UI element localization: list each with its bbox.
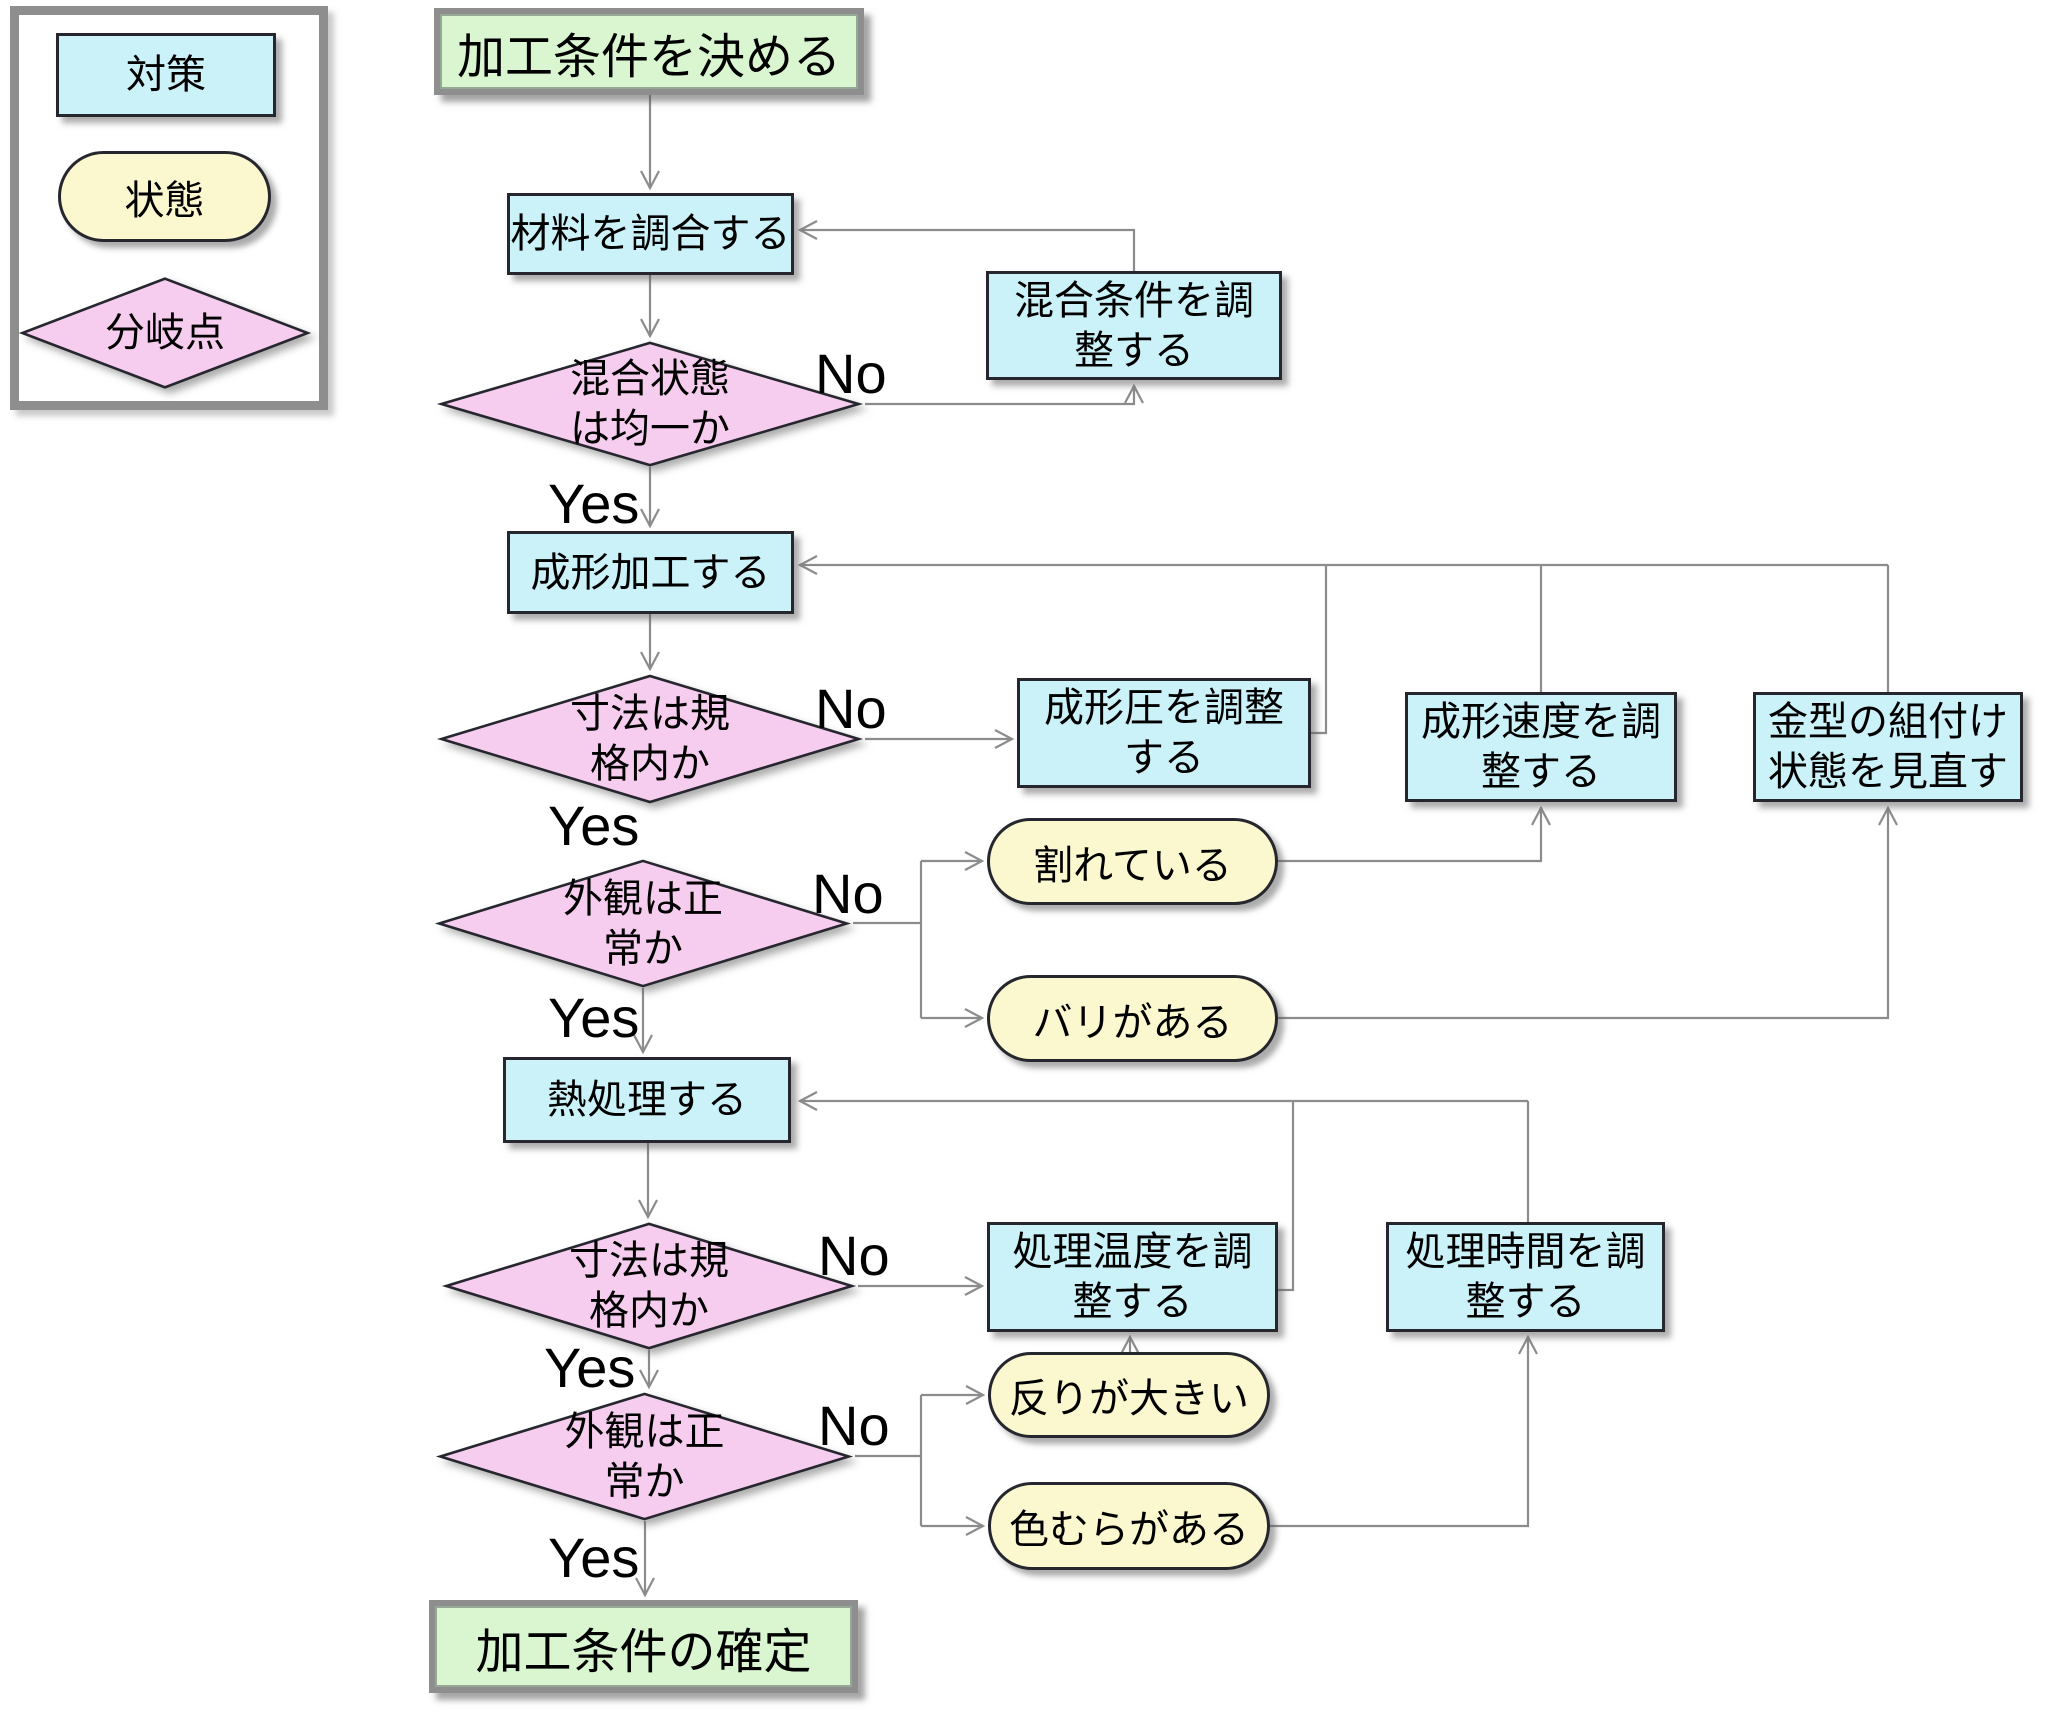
process-mix-material: 材料を調合する <box>507 193 794 275</box>
edge-coloruneven-to-time <box>1270 1334 1538 1528</box>
decision-appearance-1-line2: 常か <box>603 926 683 971</box>
legend-state-label: 状態 <box>124 178 205 223</box>
decision-appearance-1-line1: 外観は正 <box>563 876 723 921</box>
state-cracked-label: 割れている <box>1033 843 1232 888</box>
decision-dimension-2-shape <box>440 1222 858 1350</box>
decision-dimension-1-shape <box>435 674 865 804</box>
process-adjust-time-line1: 処理時間を調 <box>1405 1230 1646 1274</box>
yes-label-5: Yes <box>548 1526 640 1589</box>
yes-label-1: Yes <box>548 472 640 535</box>
decision-mix-uniform-shape <box>435 341 865 467</box>
decision-dimension-1-line2: 格内か <box>590 742 710 786</box>
process-adjust-mix: 混合条件を調 整する <box>986 271 1282 380</box>
process-adjust-time: 処理時間を調 整する <box>1386 1222 1665 1332</box>
decision-dimension-2-line1: 寸法は規 <box>569 1239 729 1283</box>
edge-burr-to-mold <box>1278 805 1898 1020</box>
process-heat-treatment-label: 熱処理する <box>547 1078 747 1122</box>
decision-appearance-2-line2: 常か <box>604 1459 685 1504</box>
process-heat-treatment: 熱処理する <box>503 1057 791 1143</box>
process-adjust-temp-line2: 整する <box>1072 1280 1193 1324</box>
process-review-mold-line1: 金型の組付け <box>1768 700 2008 744</box>
state-warp-label: 反りが大きい <box>1009 1377 1249 1421</box>
legend-branch-label: 分岐点 <box>105 311 225 355</box>
decision-appearance-1: 外観は正 常か <box>433 859 853 988</box>
no-label-4: No <box>818 1224 890 1287</box>
state-warp: 反りが大きい <box>988 1352 1270 1438</box>
edge-pressure-up <box>1311 565 1328 735</box>
decision-appearance-2: 外観は正 常か <box>434 1392 855 1521</box>
start-terminal: 加工条件を決める <box>434 8 864 95</box>
process-adjust-pressure-line2: する <box>1124 736 1204 780</box>
legend-countermeasure: 対策 <box>56 33 276 117</box>
decision-appearance-2-line1: 外観は正 <box>564 1409 725 1454</box>
decision-dimension-2: 寸法は規 格内か <box>440 1222 858 1350</box>
process-adjust-speed: 成形速度を調 整する <box>1405 692 1677 802</box>
decision-appearance-1-shape <box>433 859 853 988</box>
yes-label-4: Yes <box>544 1336 636 1399</box>
start-terminal-label: 加工条件を決める <box>456 30 841 84</box>
legend-branch-shape <box>18 277 312 389</box>
edge-cracked-to-speed <box>1278 805 1551 863</box>
legend-countermeasure-label: 対策 <box>126 53 206 97</box>
legend-state: 状態 <box>58 151 271 242</box>
decision-mix-uniform-line1: 混合状態 <box>570 357 730 401</box>
decision-dimension-2-line2: 格内か <box>589 1289 709 1333</box>
process-adjust-pressure-line1: 成形圧を調整 <box>1044 686 1284 730</box>
yes-label-2: Yes <box>548 794 640 857</box>
process-molding: 成形加工する <box>507 531 794 614</box>
yes-label-3: Yes <box>548 986 640 1049</box>
process-adjust-temp: 処理温度を調 整する <box>987 1222 1278 1332</box>
process-review-mold: 金型の組付け 状態を見直す <box>1753 692 2023 802</box>
end-terminal-label: 加工条件の確定 <box>475 1625 812 1679</box>
end-terminal: 加工条件の確定 <box>429 1600 858 1693</box>
state-color-uneven-label: 色むらがある <box>1009 1508 1249 1552</box>
process-adjust-pressure: 成形圧を調整 する <box>1017 678 1311 788</box>
state-burr: バリがある <box>987 975 1278 1062</box>
decision-mix-uniform: 混合状態 は均一か <box>435 341 865 467</box>
process-adjust-mix-line2: 整する <box>1074 328 1194 373</box>
state-cracked: 割れている <box>987 818 1278 905</box>
decision-mix-uniform-line2: は均一か <box>570 407 730 451</box>
process-adjust-mix-line1: 混合条件を調 <box>1014 278 1254 323</box>
decision-dimension-1: 寸法は規 格内か <box>435 674 865 804</box>
decision-dimension-1-line1: 寸法は規 <box>570 692 730 736</box>
state-color-uneven: 色むらがある <box>988 1482 1270 1570</box>
no-label-3: No <box>812 862 884 925</box>
legend-branch: 分岐点 <box>18 277 312 389</box>
no-label-5: No <box>818 1394 890 1457</box>
edge-temp-up <box>1278 1101 1295 1292</box>
no-label-2: No <box>815 677 887 740</box>
edge-adjustmix-to-mix <box>797 220 1136 271</box>
process-adjust-speed-line1: 成形速度を調 <box>1421 700 1661 744</box>
process-mix-material-label: 材料を調合する <box>510 212 791 256</box>
process-review-mold-line2: 状態を見直す <box>1768 750 2008 794</box>
process-molding-label: 成形加工する <box>530 550 771 595</box>
decision-appearance-2-shape <box>434 1392 855 1521</box>
process-adjust-time-line2: 整する <box>1465 1280 1586 1324</box>
process-adjust-speed-line2: 整する <box>1481 750 1601 794</box>
state-burr-label: バリがある <box>1032 1000 1233 1045</box>
no-label-1: No <box>815 342 887 405</box>
edge-d1-no-to-adjustmix <box>865 383 1144 406</box>
process-adjust-temp-line1: 処理温度を調 <box>1012 1230 1253 1274</box>
